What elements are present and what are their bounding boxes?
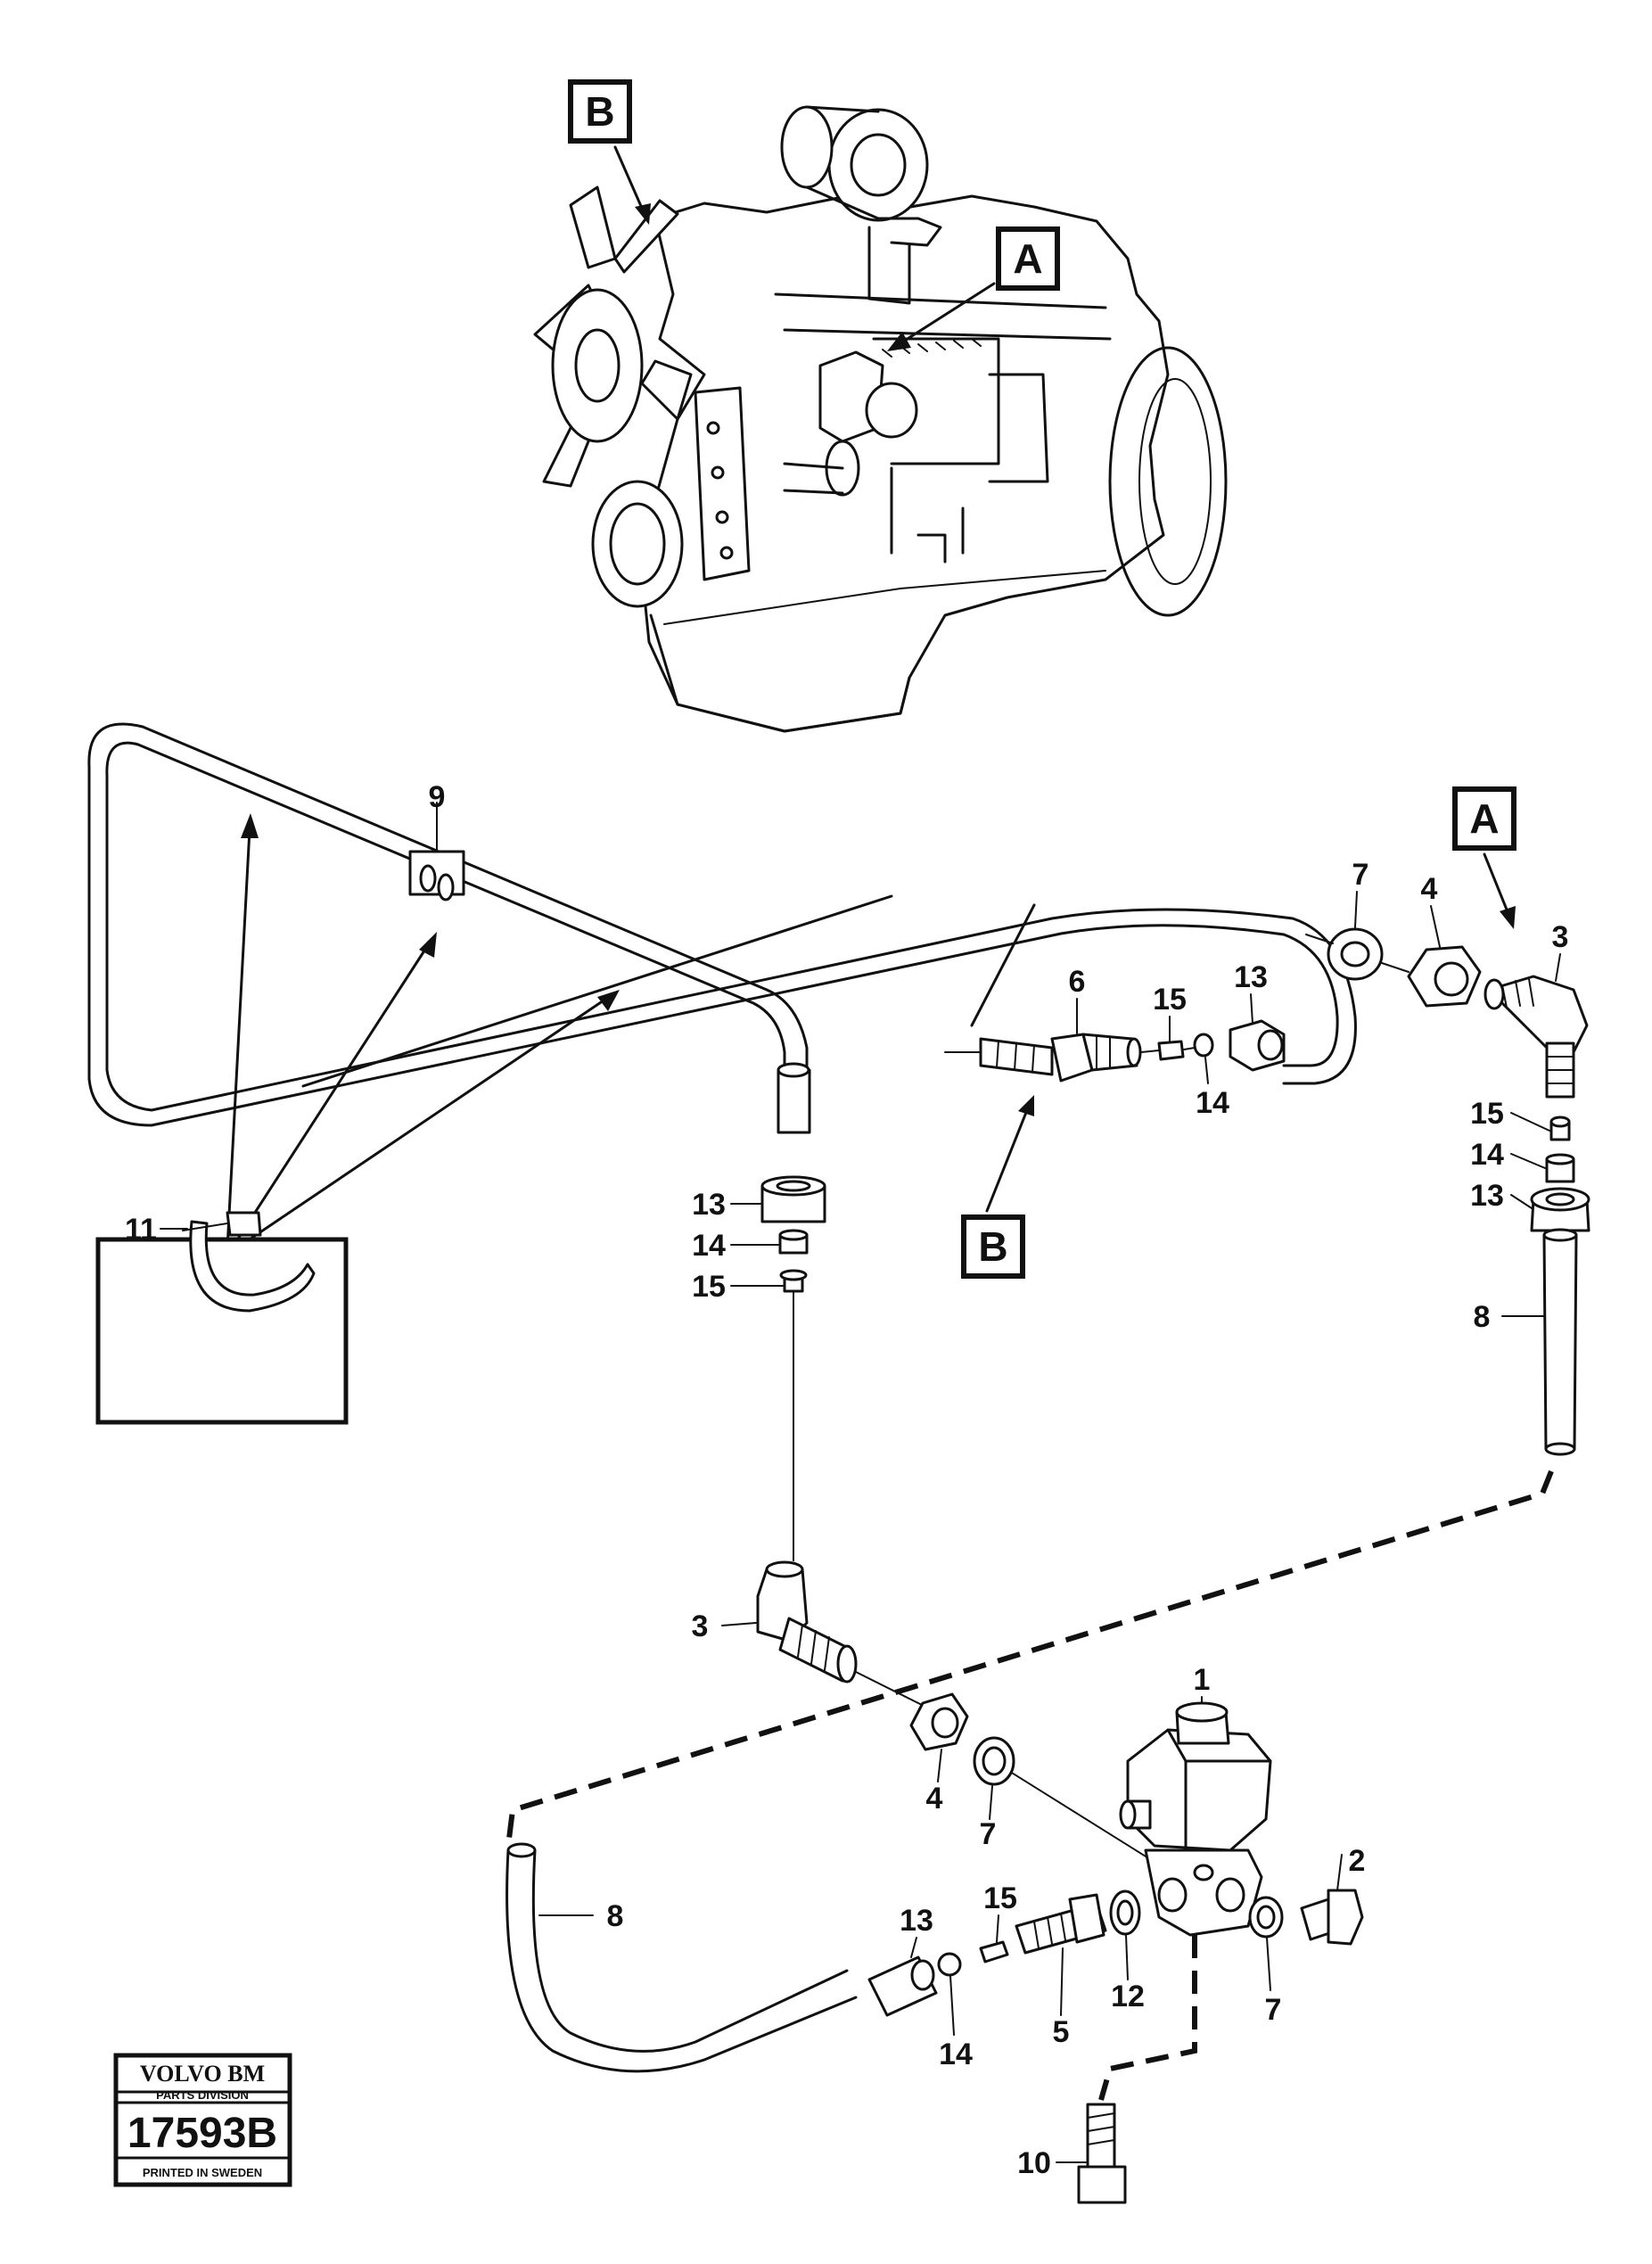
elbow-3-mid [756,1560,1151,1860]
label-3-top: 3 [1552,920,1569,954]
label-14-low: 14 [939,2038,973,2071]
label-13-right: 13 [1470,1179,1504,1213]
clamp-inset [95,1211,349,1425]
volvo-stamp: VOLVO BM PARTS DIVISION 17593B PRINTED I… [113,2053,292,2187]
callout-B-engine-text: B [585,88,614,135]
left-fitting-stack [760,1062,826,1561]
label-14-mid: 14 [1196,1086,1229,1120]
washer-7-low [973,1736,1015,1786]
label-7-low: 7 [980,1817,997,1851]
label-13-low: 13 [900,1904,933,1938]
label-10: 10 [1017,2146,1051,2180]
label-14-left: 14 [692,1229,726,1263]
label-4-top: 4 [1421,872,1438,906]
engine-illustration [533,105,1228,733]
label-12: 12 [1111,1980,1145,2013]
label-13-mid: 13 [1234,960,1268,994]
part-labels: 9 11 13 14 15 7 4 3 6 15 13 14 15 14 13 … [125,780,1568,2180]
stamp-printed: PRINTED IN SWEDEN [143,2166,262,2179]
callout-B-mid-text: B [978,1223,1007,1270]
stamp-brand: VOLVO BM [140,2061,265,2087]
washer-7-bottom [1248,1896,1284,1939]
nut-4-top [1407,945,1482,1008]
callout-B-engine: B [568,79,651,225]
label-1: 1 [1194,1663,1211,1697]
callout-B-mid: B [961,1095,1034,1279]
pipe-assembly [87,722,1357,1250]
label-5: 5 [1053,2015,1070,2049]
fitting-14-mid [1183,1033,1214,1058]
label-15-left: 15 [692,1270,726,1304]
label-8-right: 8 [1474,1300,1491,1334]
label-4-low: 4 [926,1782,943,1815]
label-13-left: 13 [692,1188,726,1222]
fitting-14-low [937,1952,962,1977]
hose-8-right [1542,1228,1578,1456]
washer-12 [1109,1889,1141,1936]
nipple-5 [1015,1893,1107,1955]
callout-A-right: A [1452,786,1516,929]
label-9: 9 [429,780,446,814]
stamp-number: 17593B [127,2110,277,2157]
label-15-mid: 15 [1153,983,1187,1017]
fitting-6 [944,1033,1142,1083]
callout-A-engine: A [887,226,1060,351]
fan [533,185,693,488]
nut-4-low [909,1692,969,1751]
fitting-15-mid [1140,1040,1185,1061]
label-8-low: 8 [607,1899,624,1933]
label-14-right: 14 [1470,1138,1504,1172]
routing-dashes [505,1470,1554,2101]
label-15-right: 15 [1470,1097,1504,1131]
callout-A-engine-text: A [1013,235,1042,282]
label-3-mid: 3 [692,1609,709,1643]
label-2: 2 [1349,1844,1366,1878]
stamp-division: PARTS DIVISION [156,2088,249,2102]
label-6: 6 [1069,965,1086,999]
nut-13-low [867,1955,938,2017]
hose-8-low [505,1842,858,2073]
right-fitting-stack [1530,1116,1590,1232]
fitting-15-low [979,1940,1009,1964]
bolt-10 [1077,2103,1127,2204]
label-7-top: 7 [1352,858,1369,892]
valve-1 [1119,1701,1272,1937]
washer-7-top [1327,927,1384,981]
plug-2 [1300,1854,1364,1946]
label-11: 11 [125,1213,157,1247]
elbow-3-top [1484,975,1589,1099]
label-7-bottom: 7 [1265,1993,1282,2027]
label-15-low: 15 [983,1881,1017,1915]
callout-A-right-text: A [1469,795,1499,842]
nut-13-mid [1229,1019,1286,1072]
